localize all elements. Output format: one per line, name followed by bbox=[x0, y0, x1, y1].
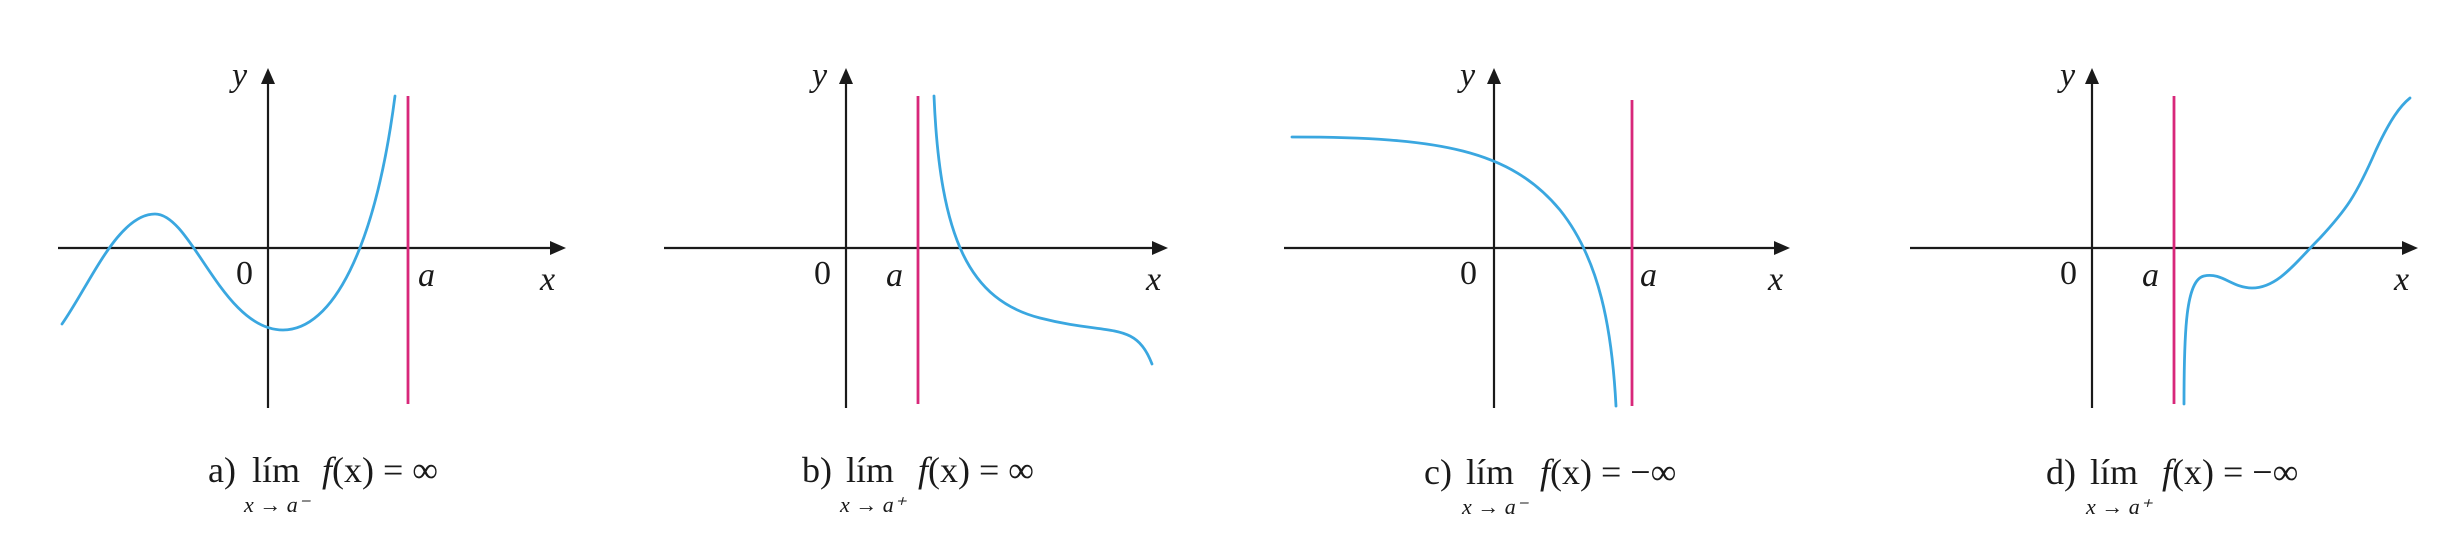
caption-expression: f(x) = −∞ bbox=[1540, 452, 1676, 492]
caption: c) lím x → a⁻ f(x) = −∞ bbox=[1424, 452, 1676, 519]
x-axis-label: x bbox=[539, 261, 555, 298]
panel-a: y x 0 a a) lím x → a⁻ f(x) = ∞ bbox=[58, 57, 566, 517]
caption: d) lím x → a⁺ f(x) = −∞ bbox=[2046, 452, 2298, 519]
a-label: a bbox=[2142, 257, 2159, 294]
y-axis-arrow-icon bbox=[839, 68, 853, 84]
a-label: a bbox=[886, 257, 903, 294]
y-axis-label: y bbox=[809, 57, 828, 94]
caption-expression: f(x) = ∞ bbox=[322, 450, 438, 490]
caption-prefix: b) bbox=[802, 450, 832, 490]
function-curve bbox=[932, 94, 1154, 366]
caption-lim: lím bbox=[846, 450, 894, 490]
a-label: a bbox=[418, 257, 435, 294]
a-label: a bbox=[1640, 257, 1657, 294]
caption-expression: f(x) = −∞ bbox=[2162, 452, 2298, 492]
origin-label: 0 bbox=[236, 255, 253, 292]
panel-b: y x 0 a b) lím x → a⁺ f(x) = ∞ bbox=[664, 57, 1168, 517]
caption-expression: f(x) = ∞ bbox=[918, 450, 1034, 490]
x-axis-label: x bbox=[2393, 261, 2409, 298]
x-axis-arrow-icon bbox=[2402, 241, 2418, 255]
caption-subscript: x → a⁺ bbox=[839, 492, 908, 517]
x-axis-arrow-icon bbox=[1152, 241, 1168, 255]
function-curve bbox=[2182, 96, 2412, 406]
caption: b) lím x → a⁺ f(x) = ∞ bbox=[802, 450, 1034, 517]
caption-subscript: x → a⁺ bbox=[2085, 494, 2154, 519]
function-curve bbox=[60, 94, 397, 332]
origin-label: 0 bbox=[1460, 255, 1477, 292]
caption-subscript: x → a⁻ bbox=[243, 492, 312, 517]
y-axis-arrow-icon bbox=[1487, 68, 1501, 84]
x-axis-arrow-icon bbox=[550, 241, 566, 255]
panel-d: y x 0 a d) lím x → a⁺ f(x) = −∞ bbox=[1910, 57, 2418, 519]
y-axis-arrow-icon bbox=[261, 68, 275, 84]
caption-prefix: a) bbox=[208, 450, 236, 490]
panel-c: y x 0 a c) lím x → a⁻ f(x) = −∞ bbox=[1284, 57, 1790, 519]
caption-lim: lím bbox=[1466, 452, 1514, 492]
origin-label: 0 bbox=[2060, 255, 2077, 292]
origin-label: 0 bbox=[814, 255, 831, 292]
function-curve bbox=[1290, 135, 1618, 408]
caption-subscript: x → a⁻ bbox=[1461, 494, 1530, 519]
caption-lim: lím bbox=[252, 450, 300, 490]
y-axis-label: y bbox=[229, 57, 248, 94]
y-axis-label: y bbox=[2057, 57, 2076, 94]
x-axis-label: x bbox=[1145, 261, 1161, 298]
x-axis-label: x bbox=[1767, 261, 1783, 298]
caption-lim: lím bbox=[2090, 452, 2138, 492]
y-axis-label: y bbox=[1457, 57, 1476, 94]
y-axis-arrow-icon bbox=[2085, 68, 2099, 84]
x-axis-arrow-icon bbox=[1774, 241, 1790, 255]
caption: a) lím x → a⁻ f(x) = ∞ bbox=[208, 450, 438, 517]
caption-prefix: c) bbox=[1424, 452, 1452, 492]
caption-prefix: d) bbox=[2046, 452, 2076, 492]
